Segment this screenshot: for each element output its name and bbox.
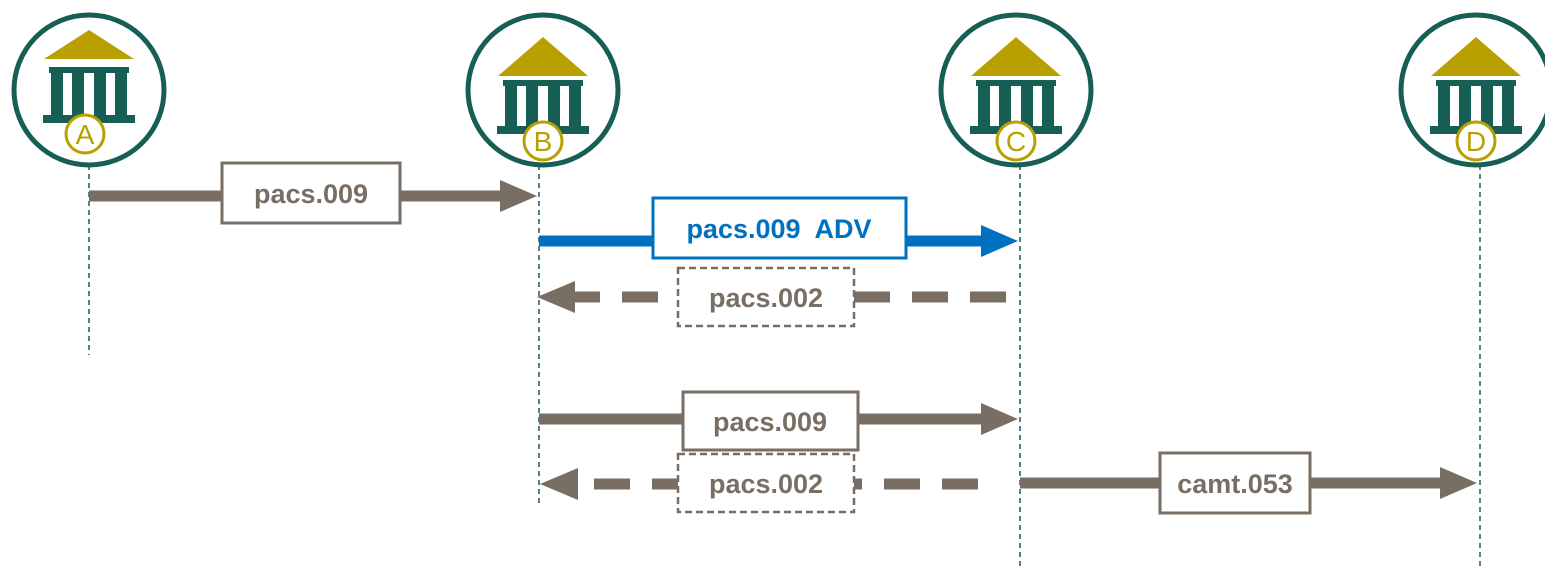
- arrow-head: [981, 225, 1018, 257]
- bank-letter: C: [1006, 126, 1026, 157]
- bank-letter: A: [76, 119, 95, 150]
- arrow-head: [981, 403, 1018, 435]
- bank-letter: D: [1466, 126, 1486, 157]
- message-box: [220, 161, 402, 225]
- message-label: pacs.009: [254, 179, 368, 209]
- bank-b: B: [465, 12, 621, 168]
- arrow-head: [1440, 467, 1477, 499]
- message-label: pacs.009 ADV: [686, 214, 871, 244]
- message-box: [676, 452, 856, 514]
- bank-letter-badge: [522, 120, 564, 162]
- message-box: [651, 196, 908, 260]
- message-label: pacs.002: [709, 283, 823, 313]
- message-pacs002-c-to-b-second: pacs.002: [540, 452, 978, 514]
- bank-letter: B: [534, 126, 553, 157]
- arrow-head: [500, 180, 537, 212]
- message-pacs009-a-to-b: pacs.009: [89, 161, 537, 225]
- message-label: camt.053: [1177, 469, 1293, 499]
- bank-ring: [11, 12, 167, 168]
- arrow-head: [540, 468, 578, 500]
- message-box: [1158, 451, 1312, 515]
- message-camt053-c-to-d: camt.053: [1020, 451, 1477, 515]
- message-box: [676, 266, 856, 328]
- message-pacs009-adv-b-to-c: pacs.009 ADV: [539, 196, 1018, 260]
- arrow-head: [537, 281, 575, 313]
- bank-letter-badge: [995, 120, 1037, 162]
- bank-a: A: [11, 12, 167, 168]
- bank-letter-badge: [64, 113, 106, 155]
- message-label: pacs.009: [713, 407, 827, 437]
- bank-d: D: [1398, 12, 1545, 168]
- message-pacs002-c-to-b: pacs.002: [537, 266, 1006, 328]
- message-pacs009-b-to-c: pacs.009: [539, 390, 1018, 452]
- message-box: [681, 390, 860, 452]
- bank-c: C: [938, 12, 1094, 168]
- bank-letter-badge: [1455, 120, 1497, 162]
- message-label: pacs.002: [709, 469, 823, 499]
